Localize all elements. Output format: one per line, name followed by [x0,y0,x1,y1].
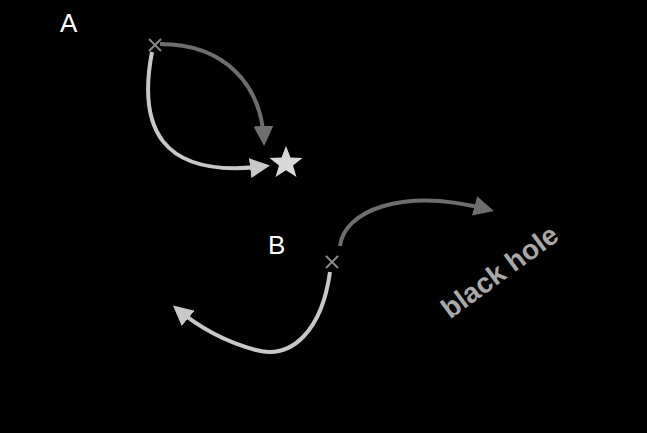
black-hole: black hole [318,117,647,433]
event-horizon [318,117,647,433]
light-arrow [176,272,330,352]
cross-marker [326,256,338,268]
scenario-letter: B [268,230,285,261]
black-hole-label: black hole [435,219,565,325]
light-arrow [148,52,266,168]
scenario-letter: A [60,8,77,39]
black-hole-interior [341,140,647,433]
cross-marker [149,39,161,51]
star-symbol [270,146,303,177]
dark-arrow [160,44,264,142]
dark-arrow [340,201,490,246]
